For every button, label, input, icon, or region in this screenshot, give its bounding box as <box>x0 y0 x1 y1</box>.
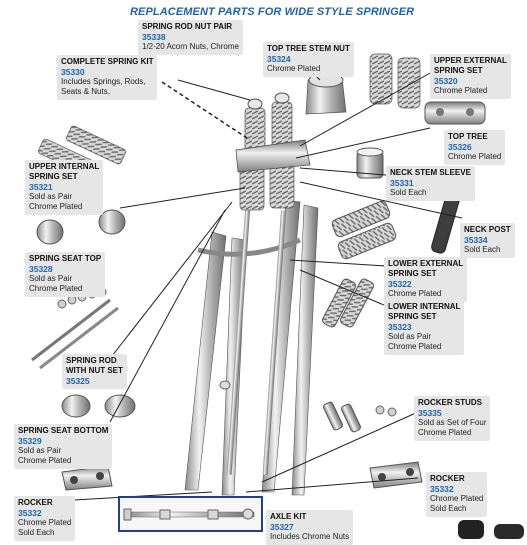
callout-axle-kit: AXLE KIT 35327 Includes Chrome Nuts <box>266 510 354 545</box>
callout-neck-post: NECK POST 35334 Sold Each <box>460 223 515 258</box>
callout-spring-rod-with-nut-set: SPRING ROD WITH NUT SET 35325 <box>62 354 127 389</box>
corner-parts <box>458 520 524 539</box>
callout-spring-rod-nut-pair: SPRING ROD NUT PAIR 35338 1/2-20 Acorn N… <box>138 20 243 55</box>
spring-rods <box>226 210 287 475</box>
spring-seat-bottom-image <box>61 394 136 418</box>
axle-icon <box>123 508 255 521</box>
neck-stem-sleeve-image <box>356 147 384 179</box>
fork-upper-springs <box>235 92 311 211</box>
rocker-studs-image <box>323 401 397 433</box>
callout-top-tree-stem-nut: TOP TREE STEM NUT 35324 Chrome Plated <box>263 42 354 77</box>
callout-upper-external-spring-set: UPPER EXTERNAL SPRING SET 35320 Chrome P… <box>430 54 511 99</box>
callout-neck-stem-sleeve: NECK STEM SLEEVE 35331 Sold Each <box>386 166 475 201</box>
spring-rod-set-image <box>31 287 119 370</box>
top-tree-image <box>424 101 486 125</box>
upper-external-springs-image <box>369 53 421 109</box>
lower-external-springs-image <box>331 200 397 260</box>
fork-legs <box>184 199 319 496</box>
callout-lower-internal-spring-set: LOWER INTERNAL SPRING SET 35323 Sold as … <box>384 300 465 355</box>
callout-complete-spring-kit: COMPLETE SPRING KIT 35330 Includes Sprin… <box>57 55 158 100</box>
rocker-image-left <box>61 465 113 491</box>
callout-top-tree: TOP TREE 35326 Chrome Plated <box>444 130 506 165</box>
callout-rocker-studs: ROCKER STUDS 35335 Sold as Set of Four C… <box>414 396 491 441</box>
spring-seat-top-image <box>36 209 126 245</box>
page-title: REPLACEMENT PARTS FOR WIDE STYLE SPRINGE… <box>130 6 415 18</box>
axle-kit-image <box>118 496 263 532</box>
callout-spring-seat-top: SPRING SEAT TOP 35328 Sold as Pair Chrom… <box>25 252 106 297</box>
leader-lines <box>73 69 463 527</box>
stem-nut-image <box>305 72 347 115</box>
callout-rocker-left: ROCKER 35332 Chrome Plated Sold Each <box>14 496 76 541</box>
rocker-image-right <box>369 461 423 489</box>
lower-internal-springs-image <box>321 278 375 328</box>
callout-spring-seat-bottom: SPRING SEAT BOTTOM 35329 Sold as Pair Ch… <box>14 424 113 469</box>
callout-lower-external-spring-set: LOWER EXTERNAL SPRING SET 35322 Chrome P… <box>384 257 468 302</box>
callout-rocker-right: ROCKER 35332 Chrome Plated Sold Each <box>426 472 488 517</box>
callout-upper-internal-spring-set: UPPER INTERNAL SPRING SET 35321 Sold as … <box>25 160 104 215</box>
